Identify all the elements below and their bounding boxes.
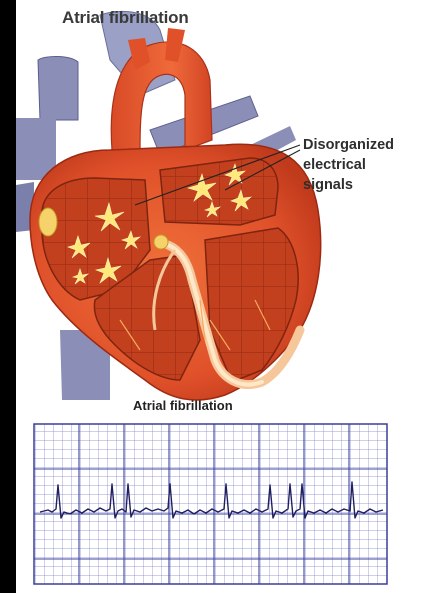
ecg-grid [34,424,387,584]
ecg-strip [34,424,387,584]
callout-line-3: signals [303,175,394,195]
ecg-title: Atrial fibrillation [133,398,233,413]
left-atrium [160,158,278,225]
callout-label: Disorganized electrical signals [303,135,394,195]
diagram-title: Atrial fibrillation [62,8,189,28]
callout-line-2: electrical [303,155,394,175]
sinoatrial-node [39,208,57,236]
atrioventricular-node [154,235,168,249]
superior-vena-cava [38,56,78,120]
callout-line-1: Disorganized [303,135,394,155]
